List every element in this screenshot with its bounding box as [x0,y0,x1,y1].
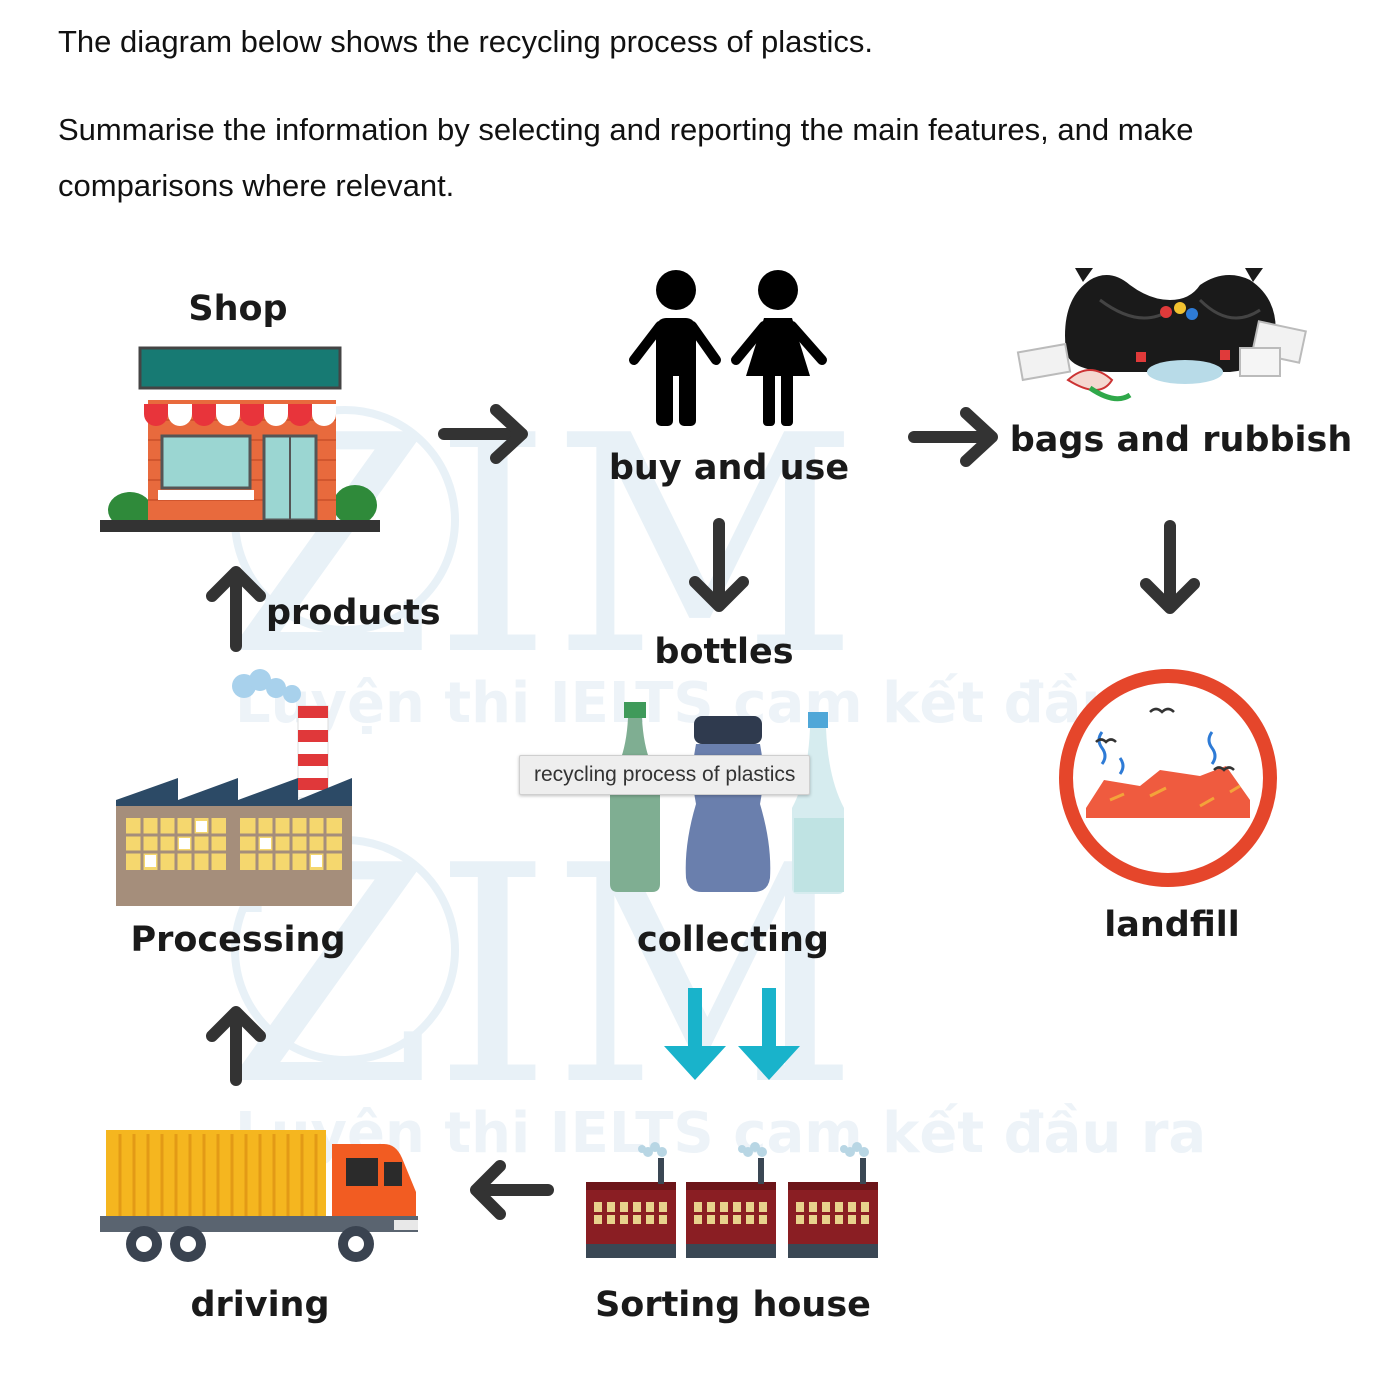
driving-label: driving [190,1285,329,1325]
products-label: products [266,593,441,633]
sorting-house-label: Sorting house [595,1285,871,1325]
image-tooltip: recycling process of plastics [519,755,811,795]
prompt-intro: The diagram below shows the recycling pr… [58,24,873,59]
buy-and-use-label: buy and use [609,448,849,488]
arrow-driving-to-processing [206,1006,266,1086]
arrow-buy-to-bottles [689,518,749,612]
arrow-processing-to-shop [206,566,266,652]
shop-label: Shop [188,289,287,329]
bottles-label: bottles [654,632,793,672]
landfill-label: landfill [1104,905,1240,945]
watermark: ZIM ZIM Luyện thi IELTS cam kết đầu ra L… [225,372,1206,1166]
bags-and-rubbish-label: bags and rubbish [1010,420,1353,460]
arrow-buy-to-bags [914,413,992,461]
arrow-bags-to-landfill [1140,520,1200,614]
processing-label: Processing [130,920,345,960]
truck-icon [100,1130,418,1262]
collecting-label: collecting [637,920,829,960]
shop-icon [100,346,380,532]
arrow-collecting-to-sorting [664,988,800,1080]
factory-icon [116,669,352,906]
people-icon [629,270,827,426]
arrow-sorting-to-driving [470,1160,554,1220]
landfill-icon [1059,669,1277,887]
prompt-instruction: Summarise the information by selecting a… [58,112,1194,203]
rubbish-bags-icon [1016,268,1307,402]
